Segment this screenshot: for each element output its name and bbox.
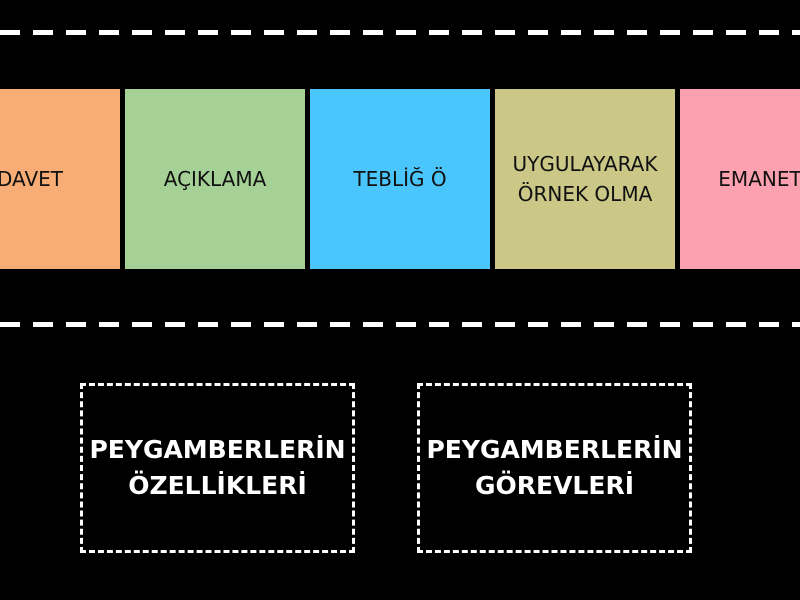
card-label: TEBLİĞ Ö xyxy=(353,167,447,191)
dropzone-label: PEYGAMBERLERİN GÖREVLERİ xyxy=(426,435,683,500)
bottom-dashed-divider xyxy=(0,322,800,327)
card-uygulayarak-ornek-olma[interactable]: UYGULAYARAK ÖRNEK OLMA xyxy=(495,89,675,269)
card-davet[interactable]: DAVET xyxy=(0,89,120,269)
card-label: DAVET xyxy=(0,167,63,191)
card-tray: DAVET AÇIKLAMA TEBLİĞ Ö UYGULAYARAK ÖRNE… xyxy=(0,89,800,269)
card-emanet[interactable]: EMANET xyxy=(680,89,800,269)
dropzone-peygamberlerin-gorevleri[interactable]: PEYGAMBERLERİN GÖREVLERİ xyxy=(417,383,692,553)
card-label: EMANET xyxy=(718,167,800,191)
card-label: UYGULAYARAK ÖRNEK OLMA xyxy=(512,152,658,206)
card-label: AÇIKLAMA xyxy=(163,167,267,191)
dropzone-peygamberlerin-ozellikleri[interactable]: PEYGAMBERLERİN ÖZELLİKLERİ xyxy=(80,383,355,553)
top-dashed-divider xyxy=(0,30,800,35)
dropzone-label: PEYGAMBERLERİN ÖZELLİKLERİ xyxy=(89,435,346,500)
card-teblig[interactable]: TEBLİĞ Ö xyxy=(310,89,490,269)
card-aciklama[interactable]: AÇIKLAMA xyxy=(125,89,305,269)
